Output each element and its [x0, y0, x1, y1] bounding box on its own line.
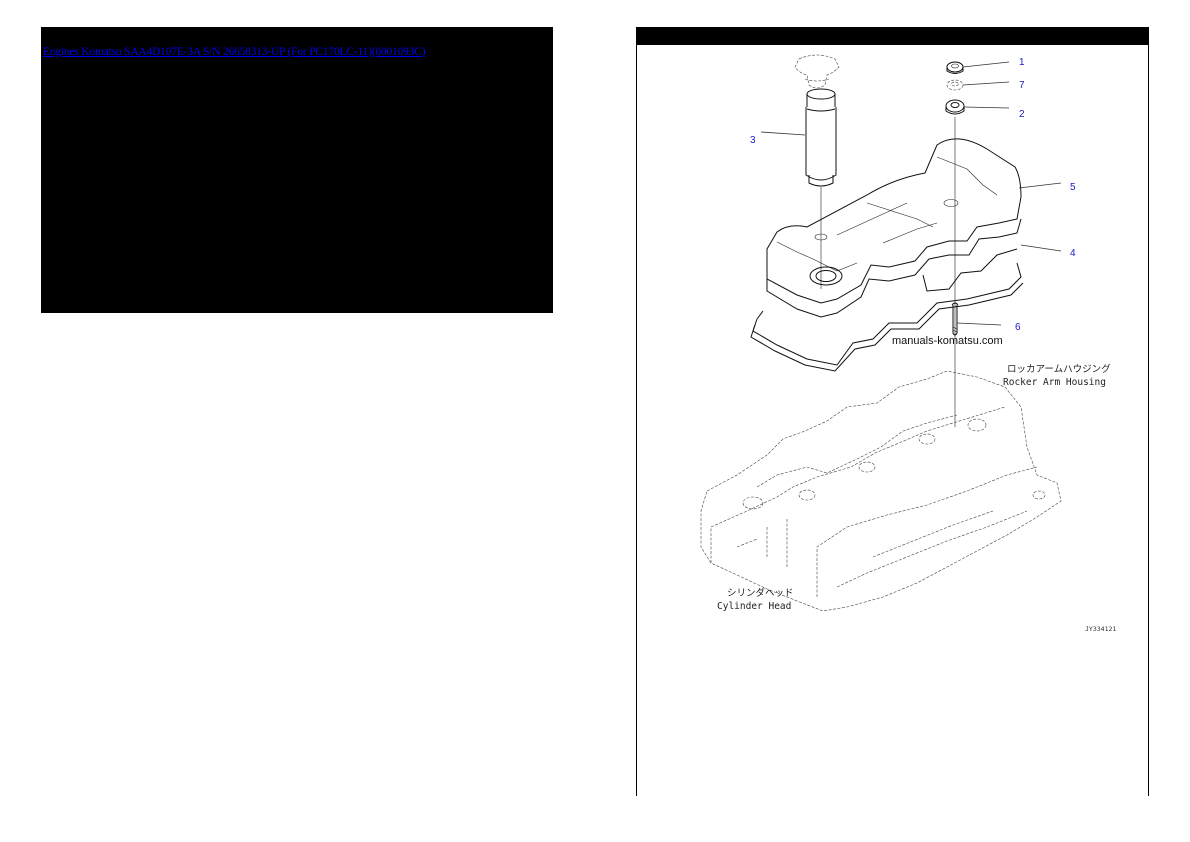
callout-2[interactable]: 2	[1019, 109, 1025, 120]
callout-7[interactable]: 7	[1019, 80, 1025, 91]
leader-line-7	[962, 81, 1010, 86]
callout-3[interactable]: 3	[750, 135, 756, 146]
left-info-panel: Engines Komatsu SAA4D107E-3A S/N 2665031…	[41, 27, 553, 313]
leader-line-3	[760, 131, 806, 136]
rocker-arm-housing-label-jp: ロッカアームハウジング	[1007, 363, 1111, 375]
leader-line-4	[1020, 244, 1062, 252]
callout-1[interactable]: 1	[1019, 57, 1025, 68]
stud-icon	[951, 302, 959, 336]
callout-4[interactable]: 4	[1070, 248, 1076, 259]
washer-icon	[946, 79, 964, 91]
leader-line-5	[1018, 182, 1062, 189]
leader-line-6	[956, 322, 1002, 326]
rocker-cover-icon	[766, 138, 1022, 318]
engine-model-link[interactable]: Engines Komatsu SAA4D107E-3A S/N 2665031…	[43, 46, 426, 58]
exploded-parts-diagram: 1 7 2 3 5 4 6 manuals-komatsu.com ロッカアーム…	[700, 54, 1116, 633]
panel-header-bar	[637, 27, 1148, 45]
gasket-icon	[750, 262, 1024, 372]
callout-6[interactable]: 6	[1015, 322, 1021, 333]
cylinder-head-label-en: Cylinder Head	[717, 601, 791, 612]
rocker-arm-housing-label-en: Rocker Arm Housing	[1003, 377, 1106, 388]
cylinder-head-icon	[700, 370, 1062, 612]
cylinder-head-label-jp: シリンダヘッド	[727, 587, 794, 599]
oil-filler-tube-icon	[805, 88, 837, 289]
seal-icon	[945, 99, 965, 427]
leader-line-2	[963, 106, 1010, 109]
nut-icon	[946, 61, 964, 74]
figure-number: JY334121	[1085, 625, 1116, 633]
filler-cap-icon	[794, 54, 840, 89]
parts-diagram-panel: 1 7 2 3 5 4 6 manuals-komatsu.com ロッカアーム…	[636, 27, 1149, 796]
leader-line-1	[962, 61, 1010, 68]
watermark-text: manuals-komatsu.com	[892, 335, 1003, 347]
callout-5[interactable]: 5	[1070, 182, 1076, 193]
